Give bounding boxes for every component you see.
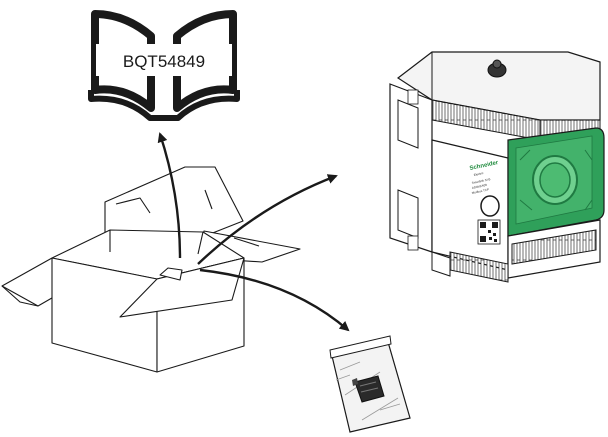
device-label-line3: Modbus TCP: [471, 187, 489, 195]
arrows: [157, 132, 350, 332]
device-button: [480, 195, 500, 217]
open-box-icon: [1, 166, 301, 373]
open-book-icon: BQT54849: [88, 10, 240, 121]
brand-sub-label: Electric: [473, 171, 484, 177]
arrow-to-bag: [199, 268, 350, 332]
arrow-to-book: [157, 132, 182, 259]
device-module-icon: Schneider Electric Smartlink SI B A9XMZA…: [389, 51, 605, 283]
qr-code-icon: [477, 219, 501, 245]
book-code-label: BQT54849: [123, 52, 205, 71]
device-label-line2: A9XMZA08: [471, 183, 487, 190]
device-label-line1: Smartlink SI B: [471, 177, 490, 185]
accessory-bag-icon: [329, 335, 411, 433]
arrow-to-device: [197, 174, 338, 265]
